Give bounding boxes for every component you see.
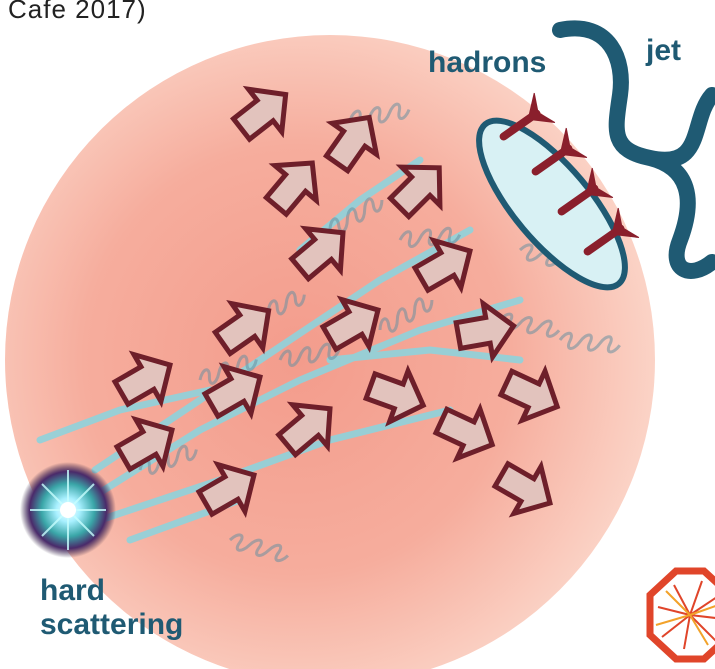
hard-label-line1: hard [40, 574, 183, 608]
jet-label: jet [646, 34, 681, 68]
hadrons-label: hadrons [428, 46, 546, 80]
caption-text: Cafe 2017) [8, 0, 147, 25]
collision-burst-icon [20, 462, 116, 558]
detector-logo-icon [650, 571, 715, 659]
hard-label-line2: scattering [40, 608, 183, 642]
hard-scattering-label: hard scattering [40, 574, 183, 642]
